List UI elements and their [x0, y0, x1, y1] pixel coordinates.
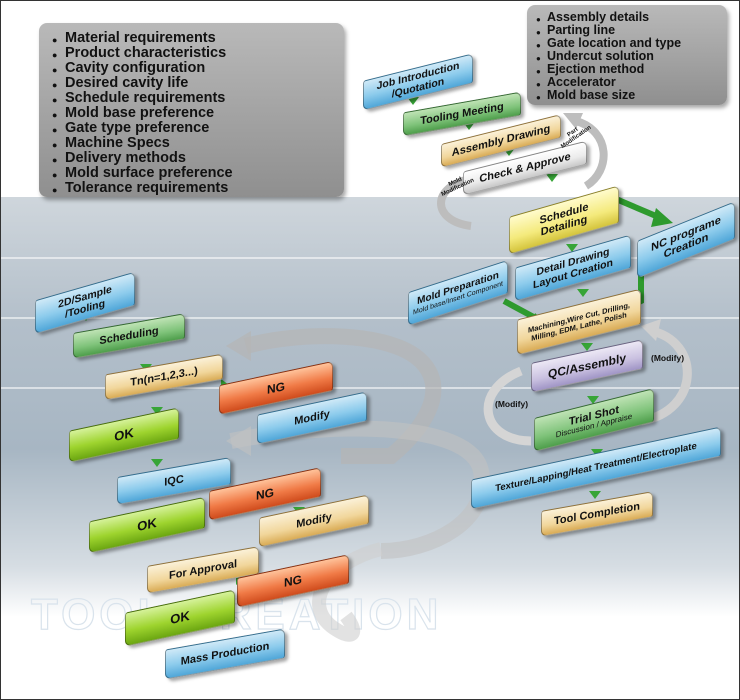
- requirement-item: Mold base preference: [52, 106, 214, 124]
- mold-mod-arrow: [437, 175, 472, 230]
- note-modify-right: (Modify): [651, 353, 685, 363]
- detail-item: Mold base size: [536, 89, 635, 105]
- requirement-item: Machine Specs: [52, 136, 170, 154]
- requirement-item: Mold surface preference: [52, 166, 233, 184]
- note-modify-left: (Modify): [495, 399, 529, 409]
- requirement-item: Tolerance requirements: [52, 181, 228, 199]
- detail-item: Accelerator: [536, 76, 616, 92]
- requirement-item: Delivery methods: [52, 151, 186, 169]
- modify-loop-left: [483, 366, 532, 446]
- requirement-item: Schedule requirements: [52, 91, 225, 109]
- detail-item: Parting line: [536, 24, 615, 40]
- detail-item: Gate location and type: [536, 37, 681, 53]
- detail-item: Assembly details: [536, 11, 649, 27]
- modify-loop-right: [640, 326, 692, 426]
- requirement-item: Product characteristics: [52, 46, 226, 64]
- requirement-item: Material requirements: [52, 31, 216, 49]
- requirement-item: Gate type preference: [52, 121, 209, 139]
- detail-item: Ejection method: [536, 63, 644, 79]
- requirement-item: Desired cavity life: [52, 76, 188, 94]
- part-mod-arrow: [574, 117, 608, 190]
- detail-item: Undercut solution: [536, 50, 654, 66]
- requirement-item: Cavity configuration: [52, 61, 205, 79]
